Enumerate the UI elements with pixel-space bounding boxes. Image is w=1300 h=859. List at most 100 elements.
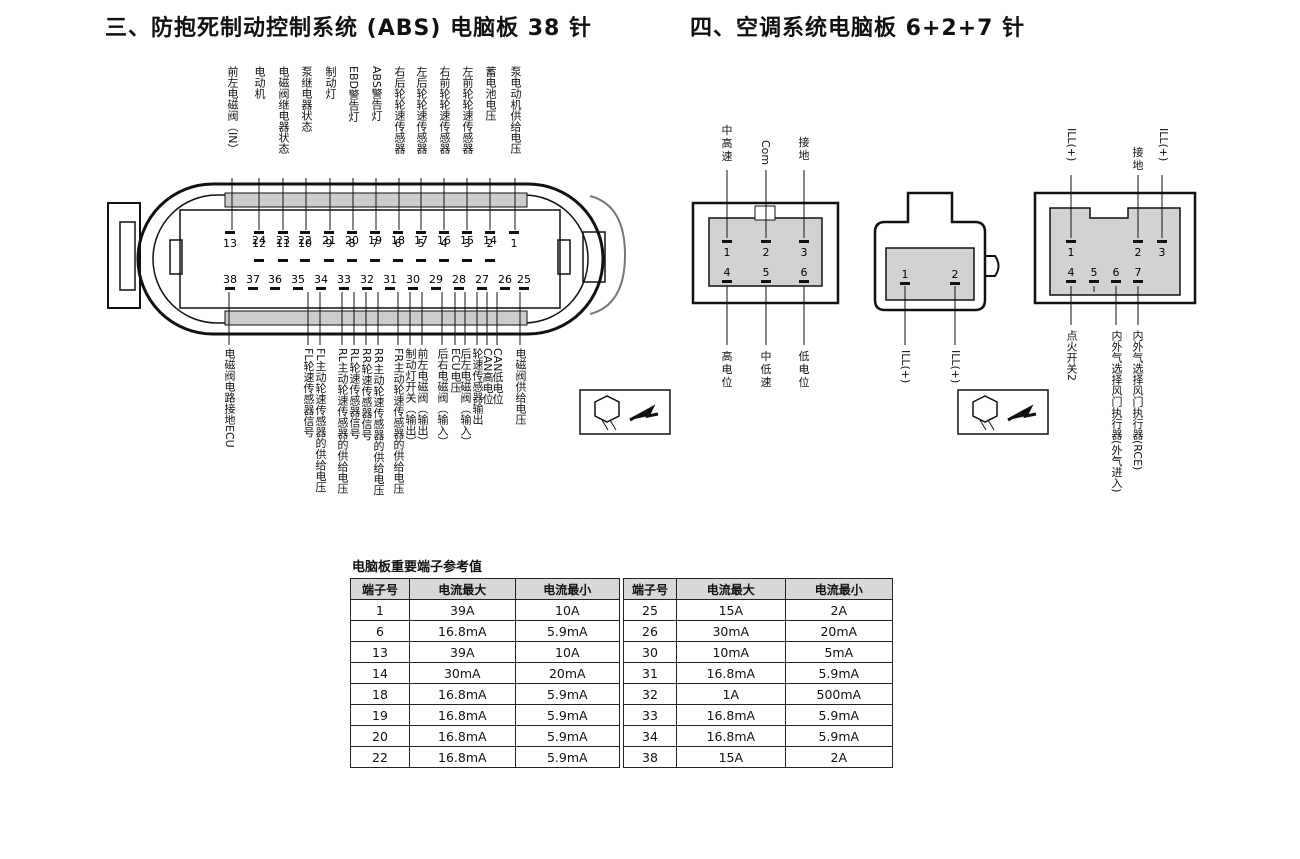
pin-number: 2 bbox=[952, 268, 959, 281]
abs-connector-body bbox=[107, 182, 627, 336]
cell-min: 5.9mA bbox=[784, 704, 894, 726]
col-header-pin: 端子号 bbox=[623, 578, 677, 600]
abs-top-label: 电磁阀继电器状态 bbox=[277, 66, 290, 154]
pin-number: 13 bbox=[223, 237, 237, 250]
ac-label: 接地 bbox=[1132, 146, 1144, 172]
abs-top-label: 蓄电池电压 bbox=[484, 66, 497, 121]
cell-pin: 26 bbox=[623, 620, 677, 642]
abs-bottom-label: FL主动轮速传感器的供给电压 bbox=[314, 348, 327, 493]
pin-number: 19 bbox=[368, 234, 382, 247]
pin-number: 11 bbox=[276, 237, 290, 250]
pin-mark bbox=[254, 259, 264, 262]
ac-connector-2pin bbox=[873, 191, 1000, 312]
cell-max: 1A bbox=[676, 683, 786, 705]
pin-number: 3 bbox=[464, 237, 471, 250]
cell-min: 10A bbox=[514, 599, 621, 621]
pin-mark bbox=[300, 259, 310, 262]
pin-mark bbox=[370, 259, 380, 262]
cell-max: 39A bbox=[409, 641, 516, 663]
abs-top-label: 右后轮轮速传感器 bbox=[393, 66, 406, 154]
cell-min: 500mA bbox=[784, 683, 894, 705]
abs-bottom-label: RR轮速传感器信号 bbox=[360, 348, 373, 441]
pin-mark bbox=[722, 280, 732, 283]
abs-bottom-label: 电磁阀供给电压 bbox=[514, 348, 527, 425]
abs-bottom-label: RL轮速传感器信号 bbox=[348, 348, 361, 439]
pin-mark bbox=[225, 287, 235, 290]
abs-top-label: 前左电磁阀（IN） bbox=[226, 66, 239, 155]
pin-number: 1 bbox=[511, 237, 518, 250]
cell-max: 15A bbox=[676, 599, 786, 621]
pin-number: 35 bbox=[291, 273, 305, 286]
abs-bottom-label: ECU电压 bbox=[449, 348, 462, 393]
pin-mark bbox=[761, 240, 771, 243]
pin-number: 14 bbox=[483, 234, 497, 247]
col-header-max: 电流最大 bbox=[409, 578, 516, 600]
pin-mark bbox=[248, 287, 258, 290]
pin-number: 26 bbox=[498, 273, 512, 286]
pin-number: 1 bbox=[902, 268, 909, 281]
cell-pin: 20 bbox=[350, 725, 410, 747]
pin-mark bbox=[347, 231, 357, 234]
abs-bottom-label: 前左电磁阀（输出） bbox=[416, 348, 429, 447]
table-title: 电脑板重要端子参考值 bbox=[352, 560, 483, 575]
cell-pin: 18 bbox=[350, 683, 410, 705]
abs-top-label: 制动灯 bbox=[324, 66, 337, 99]
cell-min: 5.9mA bbox=[514, 620, 621, 642]
pin-mark bbox=[485, 259, 495, 262]
pin-number: 21 bbox=[322, 234, 336, 247]
pin-mark bbox=[324, 259, 334, 262]
cell-min: 2A bbox=[784, 599, 894, 621]
pin-mark bbox=[362, 287, 372, 290]
plug-icon bbox=[579, 389, 671, 435]
cell-pin: 22 bbox=[350, 746, 410, 768]
cell-pin: 19 bbox=[350, 704, 410, 726]
pin-number: 30 bbox=[406, 273, 420, 286]
pin-mark bbox=[722, 240, 732, 243]
pin-number: 5 bbox=[418, 237, 425, 250]
abs-title: 三、防抱死制动控制系统 (ABS) 电脑板 38 针 bbox=[105, 16, 593, 41]
cell-min: 20mA bbox=[514, 662, 621, 684]
cell-pin: 31 bbox=[623, 662, 677, 684]
cell-min: 5mA bbox=[784, 641, 894, 663]
cell-pin: 30 bbox=[623, 641, 677, 663]
pin-mark bbox=[254, 231, 264, 234]
pin-mark bbox=[454, 287, 464, 290]
pin-number: 28 bbox=[452, 273, 466, 286]
pin-mark bbox=[393, 259, 403, 262]
pin-number: 1 bbox=[724, 246, 731, 259]
cell-pin: 13 bbox=[350, 641, 410, 663]
pin-mark bbox=[370, 231, 380, 234]
pin-number: 8 bbox=[349, 237, 356, 250]
cell-max: 16.8mA bbox=[409, 704, 516, 726]
cell-min: 10A bbox=[514, 641, 621, 663]
pin-mark bbox=[408, 287, 418, 290]
pin-number: 20 bbox=[345, 234, 359, 247]
cell-max: 16.8mA bbox=[409, 725, 516, 747]
abs-bottom-label: RL主动轮速传感器的供给电压 bbox=[336, 348, 349, 494]
abs-top-label: 左前轮轮速传感器 bbox=[461, 66, 474, 154]
col-header-min: 电流最小 bbox=[514, 578, 621, 600]
ac-label: 中低速 bbox=[760, 350, 772, 389]
pin-mark bbox=[485, 231, 495, 234]
pin-mark bbox=[950, 282, 960, 285]
pin-mark bbox=[1066, 280, 1076, 283]
ac-label: 接地 bbox=[798, 136, 810, 162]
pin-mark bbox=[316, 287, 326, 290]
pin-mark bbox=[416, 259, 426, 262]
cell-max: 15A bbox=[676, 746, 786, 768]
cell-min: 5.9mA bbox=[514, 683, 621, 705]
pin-mark bbox=[799, 280, 809, 283]
pin-number: 34 bbox=[314, 273, 328, 286]
ac-label: ILL(+) bbox=[899, 350, 912, 384]
pin-mark bbox=[761, 280, 771, 283]
